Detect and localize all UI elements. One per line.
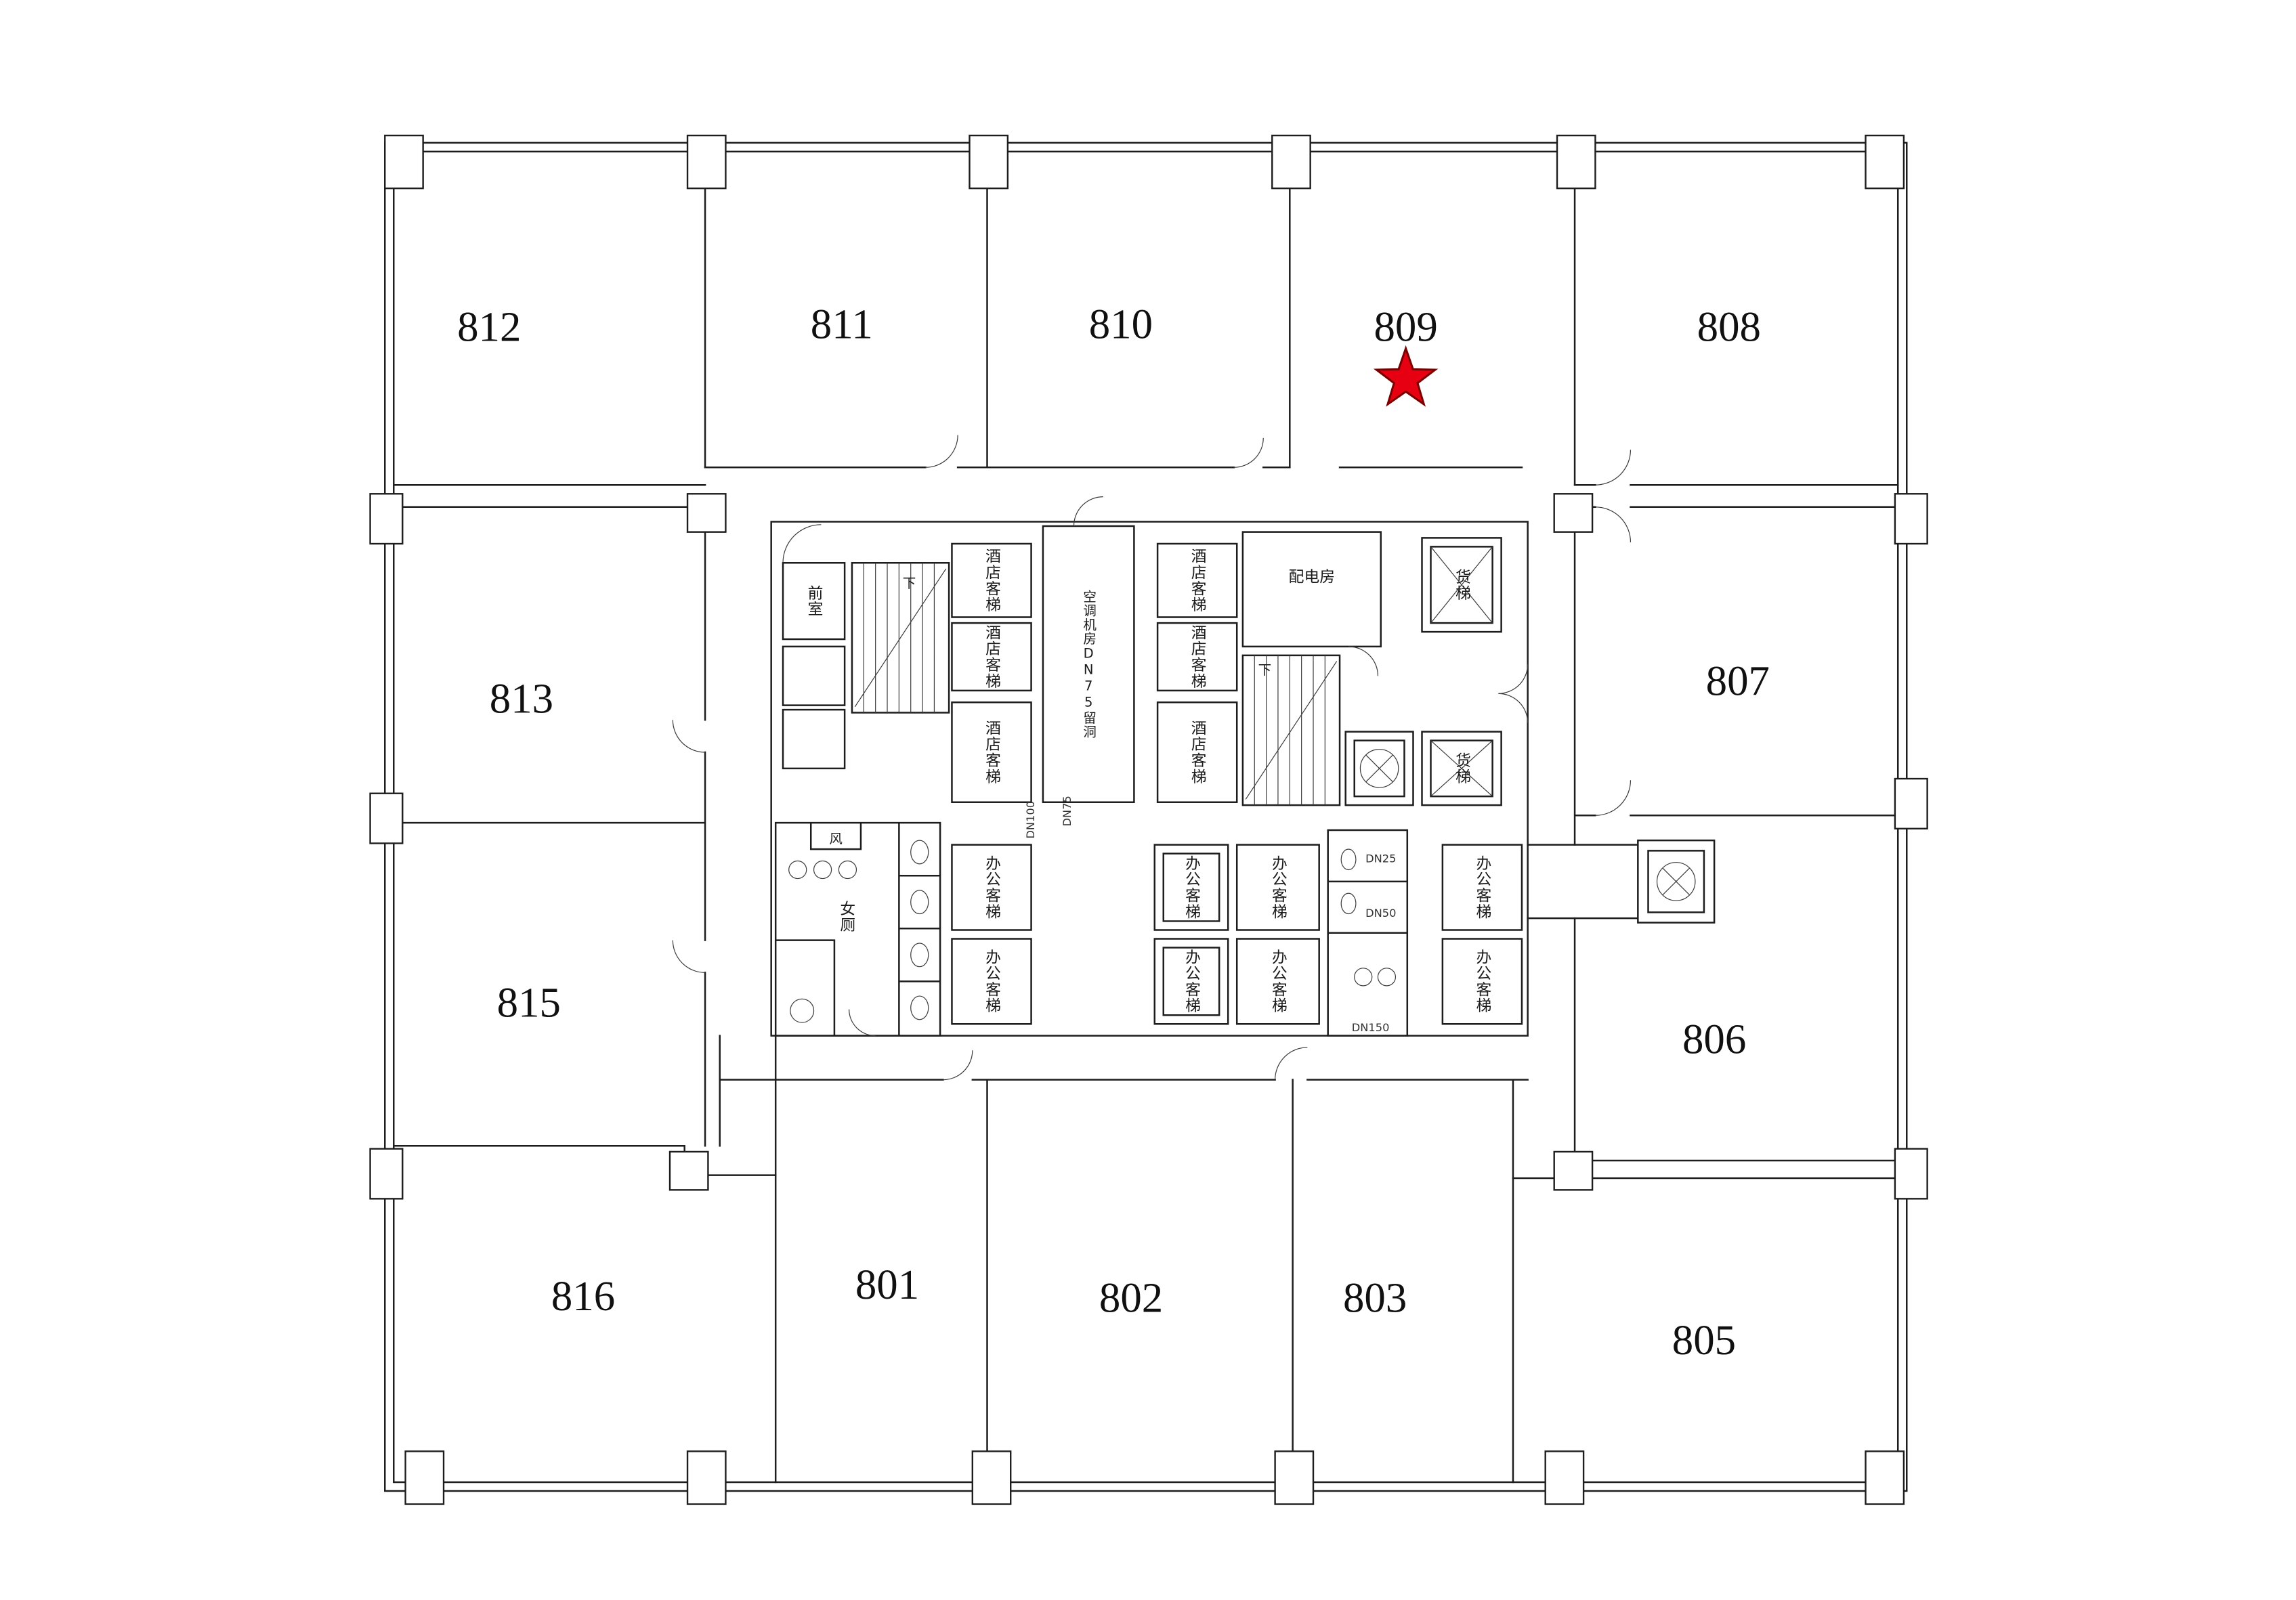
hotel-elevator-label: 酒店客梯 — [1189, 720, 1206, 784]
column — [1553, 1150, 1594, 1191]
stair-east — [1245, 655, 1338, 806]
stair-west — [854, 563, 947, 713]
column — [384, 134, 424, 190]
column — [668, 1150, 709, 1191]
core-lower-rooms — [774, 821, 1523, 1037]
column — [1894, 1148, 1928, 1200]
pipe-label-dn75: DN75 — [1061, 796, 1073, 826]
womens-toilet-label: 女厕 — [837, 901, 855, 933]
top-room-partitions — [704, 150, 1576, 486]
elevator-symbol-east-lobby — [1527, 839, 1716, 924]
elevator-symbol-core — [1359, 749, 1399, 788]
column — [686, 134, 727, 190]
structural-columns — [369, 134, 1928, 1505]
room-806-label: 806 — [1682, 1016, 1746, 1063]
freight-elevator-label: 货梯 — [1453, 752, 1470, 785]
pipe-label-dn150: DN150 — [1352, 1021, 1390, 1034]
room-809-label: 809 — [1374, 303, 1437, 351]
vestibule-label: 前室 — [805, 585, 823, 618]
room-811-label: 811 — [811, 300, 873, 347]
room-numbers: 812 811 810 809 808 813 815 807 806 816 … — [457, 300, 1770, 1364]
column — [404, 1450, 445, 1505]
column — [1553, 493, 1594, 533]
stair-down-label: 下 — [903, 576, 916, 591]
pipe-label-dn25: DN25 — [1365, 852, 1396, 865]
room-810-label: 810 — [1089, 300, 1153, 347]
room-803-label: 803 — [1343, 1274, 1407, 1321]
column — [1865, 134, 1905, 190]
column — [369, 1148, 404, 1200]
hotel-elevator-label: 酒店客梯 — [1189, 624, 1206, 689]
column — [969, 134, 1009, 190]
room-808-label: 808 — [1697, 303, 1761, 351]
room-802-label: 802 — [1099, 1274, 1163, 1321]
pipe-label-dn100: DN100 — [1024, 801, 1037, 839]
star-marker-809 — [1373, 345, 1439, 407]
office-elevator-label: 办公客梯 — [1473, 855, 1491, 920]
stair-down-label: 下 — [1258, 662, 1272, 678]
top-room-bottom-walls — [393, 466, 1899, 486]
bottom-room-walls — [719, 1035, 1529, 1484]
room-801-label: 801 — [855, 1261, 919, 1308]
freight-elevator-label: 货梯 — [1453, 569, 1470, 601]
room-812-label: 812 — [457, 303, 521, 351]
power-room-label: 配电房 — [1289, 568, 1335, 586]
elevator-hatch-lines — [1430, 546, 1493, 797]
office-elevator-label: 办公客梯 — [1269, 949, 1287, 1014]
hotel-elevator-label: 酒店客梯 — [983, 720, 1000, 784]
right-room-walls — [1512, 506, 1899, 1180]
room-815-label: 815 — [497, 978, 561, 1026]
column — [1556, 134, 1596, 190]
office-elevator-label: 办公客梯 — [1183, 855, 1200, 920]
office-elevator-label: 办公客梯 — [1183, 949, 1200, 1014]
column — [369, 792, 404, 844]
pipe-label-dn50: DN50 — [1365, 907, 1396, 920]
office-elevator-label: 办公客梯 — [983, 949, 1000, 1014]
column — [1894, 493, 1928, 545]
air-shaft-label: 风 — [829, 831, 843, 846]
room-807-label: 807 — [1706, 657, 1770, 704]
column — [686, 1450, 727, 1505]
ac-room-label: 空调机房DN75留洞 — [1081, 590, 1097, 739]
core-labels: 前室 酒店客梯 酒店客梯 酒店客梯 酒店客梯 酒店客梯 酒店客梯 配电房 空调机… — [805, 548, 1491, 1014]
office-elevator-label: 办公客梯 — [983, 855, 1000, 920]
toilet-fixtures — [788, 840, 1397, 1023]
hotel-elevator-label: 酒店客梯 — [1189, 548, 1206, 613]
column — [369, 493, 404, 545]
office-elevator-label: 办公客梯 — [1269, 855, 1287, 920]
door-swing-arcs — [672, 435, 1632, 1081]
hotel-elevator-label: 酒店客梯 — [983, 624, 1000, 689]
column — [1544, 1450, 1585, 1505]
office-elevator-label: 办公客梯 — [1473, 949, 1491, 1014]
column — [1894, 777, 1928, 829]
room-816-label: 816 — [551, 1272, 615, 1320]
column — [1865, 1450, 1905, 1505]
core-left-rooms — [782, 525, 1135, 804]
column — [1271, 134, 1311, 190]
column — [971, 1450, 1012, 1505]
room-813-label: 813 — [490, 674, 553, 722]
hotel-elevator-label: 酒店客梯 — [983, 548, 1000, 613]
pipe-annotations: DN100 DN75 DN25 DN50 DN150 — [1024, 796, 1397, 1034]
core-outline — [770, 521, 1529, 1037]
column — [1274, 1450, 1315, 1505]
left-room-walls — [393, 506, 777, 1176]
room-805-label: 805 — [1672, 1316, 1736, 1364]
column — [686, 493, 727, 533]
